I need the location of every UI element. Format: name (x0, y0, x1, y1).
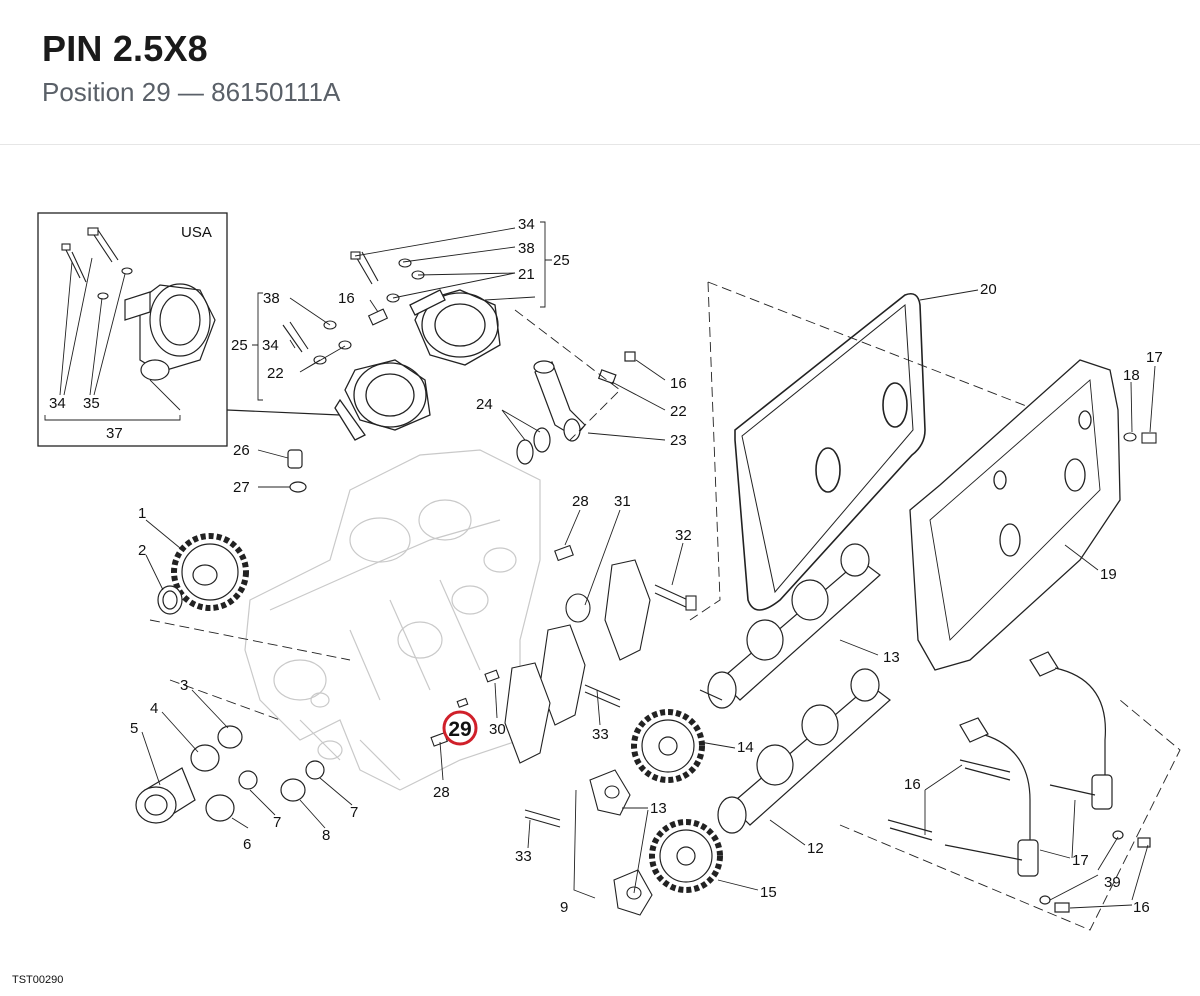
sprocket-11b (649, 819, 723, 893)
callout-1: 1 (138, 505, 146, 522)
sensors (887, 651, 1151, 913)
leaders-rockers (439, 509, 684, 849)
callout-31: 31 (614, 493, 631, 510)
leaders-cover (1064, 365, 1156, 571)
callout-34b: 34 (262, 337, 279, 354)
inset-leaders (44, 257, 181, 421)
callout-25: 25 (553, 252, 570, 269)
callout-4: 4 (150, 700, 158, 717)
usa-inset: USA 34 35 37 (37, 212, 341, 447)
throttle-bodies (334, 289, 501, 441)
cover-gasket (734, 292, 926, 611)
camshaft-lower (717, 668, 891, 834)
inset-bolts (61, 227, 133, 300)
callout-11b: 15 (760, 884, 777, 901)
callout-33a: 33 (592, 726, 609, 743)
callout-16c: 16 (1133, 899, 1150, 916)
callout-35: 35 (83, 395, 100, 412)
leaders-25 (252, 221, 552, 401)
left-small-parts (135, 449, 325, 824)
callout-39: 39 (1104, 874, 1121, 891)
callout-16b: 16 (670, 375, 687, 392)
cylinder-head (244, 449, 541, 791)
callout-19: 19 (1100, 566, 1117, 583)
callout-32: 32 (675, 527, 692, 544)
sprocket-11a (631, 709, 705, 783)
callout-22: 22 (670, 403, 687, 420)
callout-12: 12 (807, 840, 824, 857)
camshaft-upper (699, 543, 881, 709)
callout-2: 2 (138, 542, 146, 559)
callout-24: 24 (476, 396, 493, 413)
callout-21: 21 (518, 266, 535, 283)
callout-25b: 25 (231, 337, 248, 354)
part-subtitle: Position 29 — 86150111A (42, 77, 340, 108)
callout-7a: 7 (273, 814, 281, 831)
callout-37: 37 (106, 425, 123, 442)
callout-9: 9 (560, 899, 568, 916)
callout-3: 3 (180, 677, 188, 694)
cover-bolt (1123, 432, 1157, 444)
exploded-parts-diagram: USA 34 35 37 (0, 145, 1200, 991)
diagram-svg: USA 34 35 37 (37, 212, 1181, 931)
callout-8: 8 (322, 827, 330, 844)
leaders-elbow (501, 359, 666, 441)
leaders-sprockets (145, 519, 759, 899)
callout-10: 13 (650, 800, 667, 817)
leaders-left (141, 449, 353, 829)
flanges-10 (589, 769, 653, 916)
callout-15: 17 (1072, 852, 1089, 869)
highlight-number[interactable]: 29 (448, 718, 471, 741)
leaders-cams (769, 639, 879, 846)
callout-5: 5 (130, 720, 138, 737)
rocker-supports (504, 559, 697, 828)
highlight-29[interactable]: 29 (442, 710, 478, 746)
callout-17: 17 (1146, 349, 1163, 366)
callout-33b: 33 (515, 848, 532, 865)
callout-36: 34 (49, 395, 66, 412)
sprocket-bearing-2 (157, 585, 183, 615)
callout-23: 23 (670, 432, 687, 449)
part-title: PIN 2.5X8 (42, 28, 208, 69)
position-number: 29 (141, 77, 171, 107)
coolant-elbow (516, 351, 636, 465)
callout-34: 34 (518, 216, 535, 233)
inset-throttle-body (124, 283, 216, 381)
callout-7b: 7 (350, 804, 358, 821)
part-number: 86150111A (211, 77, 341, 107)
drawing-code: TST00290 (12, 974, 64, 986)
highlight-ring[interactable] (442, 710, 478, 746)
callout-38: 38 (518, 240, 535, 257)
callout-20: 20 (980, 281, 997, 298)
leaders-sensors (924, 764, 1149, 909)
subtitle-dash: — (177, 77, 204, 107)
callout-21b: 22 (267, 365, 284, 382)
callout-28b: 28 (433, 784, 450, 801)
callout-27: 27 (233, 479, 250, 496)
callout-16a: 16 (338, 290, 355, 307)
callout-18: 18 (1123, 367, 1140, 384)
position-prefix: Position (42, 77, 135, 107)
callout-6: 6 (243, 836, 251, 853)
callout-11a: 14 (737, 739, 754, 756)
callout-13: 13 (883, 649, 900, 666)
callout-28a: 28 (572, 493, 589, 510)
callout-26: 26 (233, 442, 250, 459)
callout-30: 30 (489, 721, 506, 738)
cam-cover (909, 359, 1121, 671)
dowel-pins (430, 544, 574, 747)
callout-38b: 38 (263, 290, 280, 307)
page-header: PIN 2.5X8 Position 29 — 86150111A (0, 0, 1200, 145)
callout-14: 16 (904, 776, 921, 793)
sprocket-1 (171, 533, 249, 611)
usa-inset-label: USA (181, 224, 212, 241)
